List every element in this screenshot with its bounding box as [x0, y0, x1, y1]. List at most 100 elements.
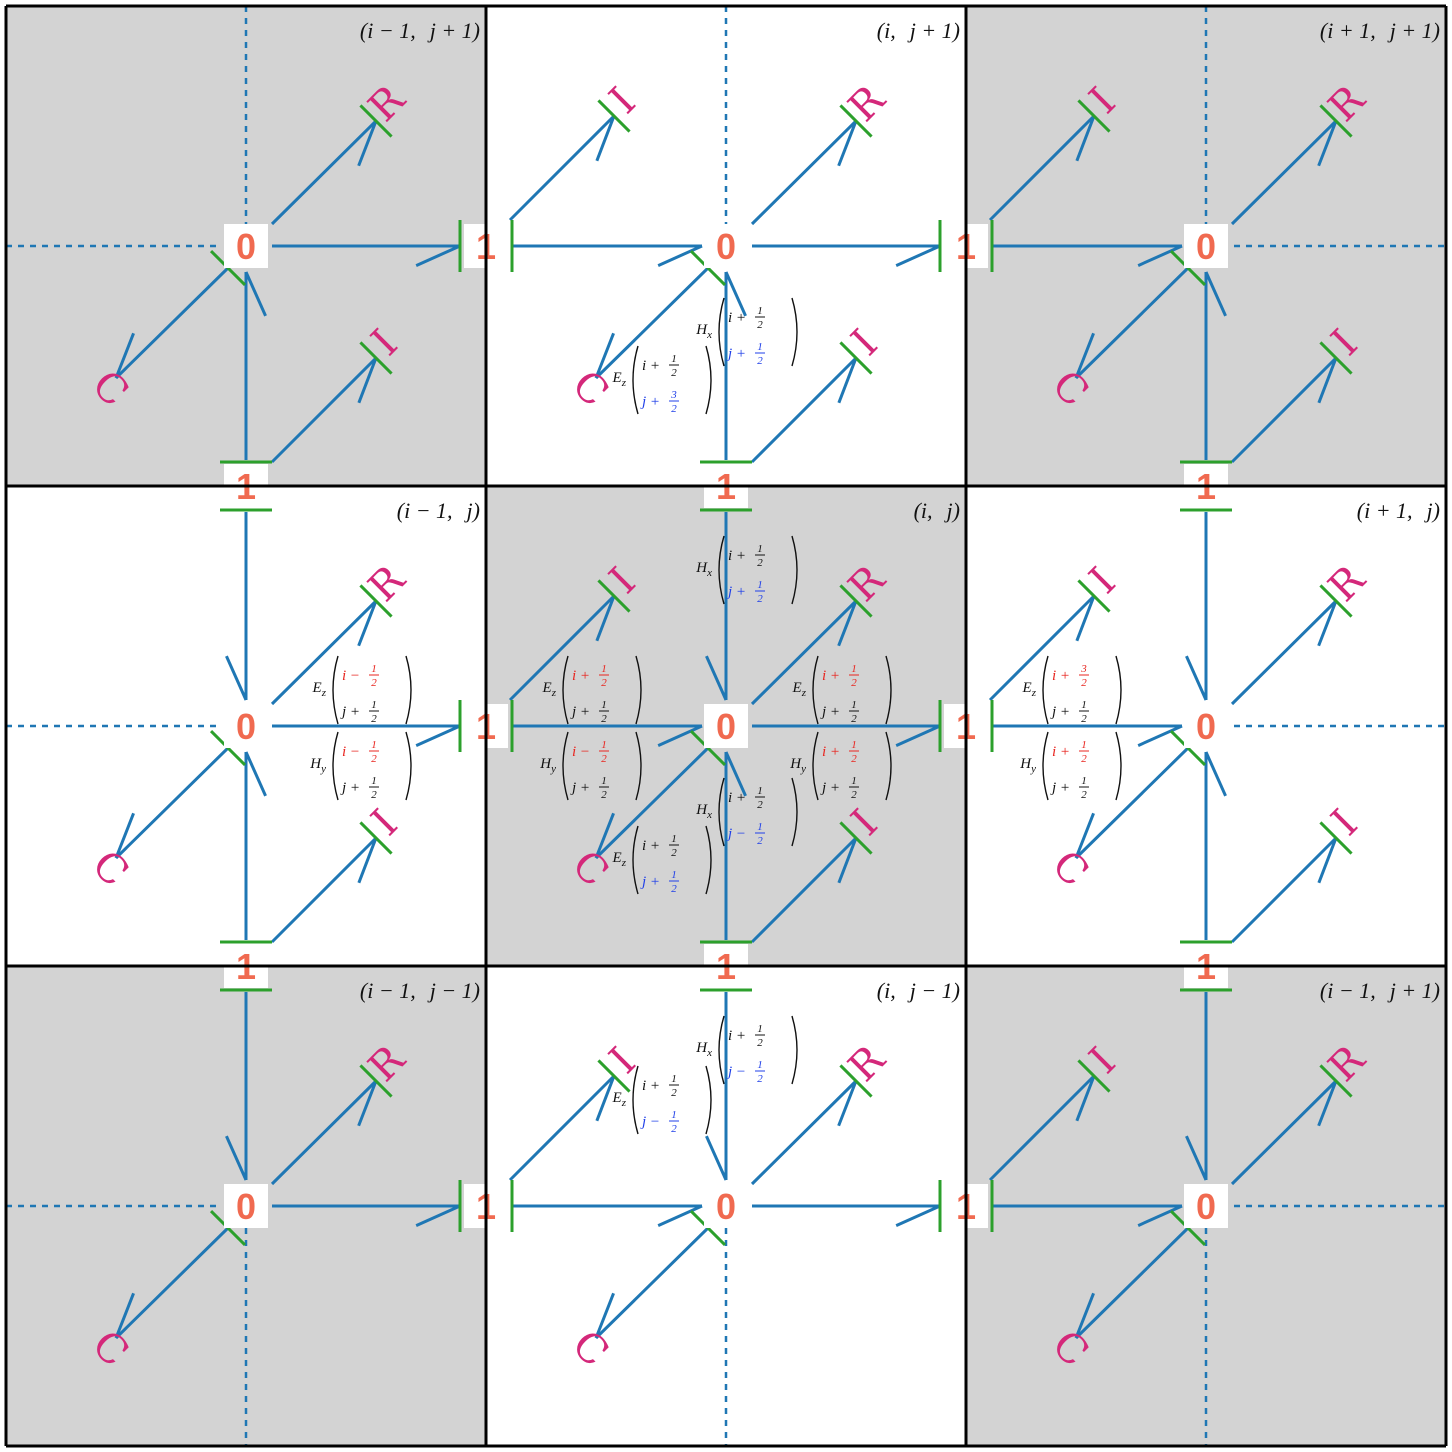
bond-to-inductor [1230, 836, 1338, 944]
field-label-ez: Ezi − 12j + 12 [312, 655, 412, 725]
inductor-causal-stroke [597, 1059, 631, 1093]
field-variable-name: H [539, 756, 552, 772]
field-variable: Hx [695, 802, 712, 821]
fraction-denominator: 2 [671, 1123, 677, 1135]
cell-coordinate: (i − 1,j) [397, 498, 480, 523]
fraction-denominator: 2 [757, 835, 763, 847]
bond-to-inductor-barb [1075, 1075, 1096, 1122]
index-term: i + [728, 1028, 746, 1044]
index-term: j + [340, 704, 360, 720]
bond-to-capacitor [114, 1226, 230, 1340]
field-label-hx: Hxi + 12j + 12 [695, 297, 798, 367]
fraction-numerator: 1 [851, 663, 857, 675]
fraction-denominator: 2 [1081, 789, 1087, 801]
fraction-denominator: 2 [671, 847, 677, 859]
fraction-numerator: 1 [671, 1073, 677, 1085]
zero-junction: 0 [224, 704, 268, 748]
inductor-causal-stroke [839, 821, 873, 855]
left-parenthesis [562, 655, 569, 725]
inductor-causal-stroke [597, 579, 631, 613]
node-backing [704, 1184, 748, 1228]
field-variable: Hy [539, 756, 556, 775]
index-term: i + [642, 358, 660, 374]
fraction-numerator: 1 [601, 775, 607, 787]
fraction-numerator: 1 [757, 1023, 763, 1035]
cell-coordinate: (i − 1,j − 1) [360, 978, 480, 1003]
bond-to-inductor [270, 356, 378, 464]
fraction-denominator: 2 [1081, 713, 1087, 725]
fraction-denominator: 2 [757, 557, 763, 569]
field-variable-subscript: x [706, 329, 712, 341]
bond-one-to-zero-horizontal-barb [657, 724, 703, 747]
left-parenthesis [332, 731, 339, 801]
index-term: j − [726, 1064, 746, 1080]
inductor-causal-stroke [1077, 579, 1111, 613]
right-parenthesis [1115, 655, 1122, 725]
fraction-denominator: 2 [757, 1073, 763, 1085]
fraction-numerator: 1 [671, 833, 677, 845]
right-parenthesis [405, 655, 412, 725]
index-term: i + [822, 668, 840, 684]
bond-to-capacitor-barb [1074, 332, 1095, 379]
bond-to-inductor [988, 114, 1096, 222]
field-label-hx: Hxi + 12j + 12 [695, 535, 798, 605]
bond-zero-to-one-horizontal-barb [415, 1204, 461, 1227]
field-variable: Ez [312, 680, 327, 699]
fraction-numerator: 1 [757, 821, 763, 833]
field-variable: Ez [612, 370, 627, 389]
bond-one-to-zero-vertical-up-barb [244, 271, 267, 317]
inductor-causal-stroke [1077, 1059, 1111, 1093]
field-variable: Ez [612, 1090, 627, 1109]
left-parenthesis [632, 825, 639, 895]
field-variable-subscript: z [321, 687, 327, 699]
bond-to-resistor-barb [1317, 600, 1338, 647]
left-parenthesis [1042, 731, 1049, 801]
field-variable: Ez [542, 680, 557, 699]
field-variable-subscript: z [801, 687, 807, 699]
bond-to-inductor-barb [595, 115, 616, 162]
resistor-causal-stroke [1319, 584, 1353, 618]
cell-coordinate-label: (i − 1,j) [397, 498, 480, 523]
field-variable-subscript: z [621, 857, 627, 869]
fraction-denominator: 2 [671, 403, 677, 415]
left-parenthesis [718, 1015, 725, 1085]
fraction-denominator: 2 [371, 753, 377, 765]
index-term: i + [572, 668, 590, 684]
field-variable: Hy [789, 756, 806, 775]
fraction-numerator: 1 [601, 699, 607, 711]
fraction-numerator: 3 [670, 389, 677, 401]
fraction-denominator: 2 [671, 883, 677, 895]
fraction-denominator: 2 [601, 789, 607, 801]
cell-coordinate-label: (i − 1,j + 1) [1320, 978, 1440, 1003]
node-label: 0 [1196, 226, 1216, 267]
index-term: j + [726, 584, 746, 600]
cell-coordinate: (i,j + 1) [877, 18, 960, 43]
fraction-numerator: 1 [671, 353, 677, 365]
right-parenthesis [791, 535, 798, 605]
inductor-causal-stroke [1077, 99, 1111, 133]
field-variable-subscript: z [551, 687, 557, 699]
field-variable-name: H [1019, 756, 1032, 772]
zero-junction: 0 [224, 1184, 268, 1228]
fraction-numerator: 1 [757, 785, 763, 797]
fraction-numerator: 1 [851, 699, 857, 711]
bond-to-inductor-barb [1075, 595, 1096, 642]
fraction-numerator: 1 [601, 663, 607, 675]
cell-coordinate: (i,j) [914, 498, 960, 523]
fraction-numerator: 1 [371, 663, 377, 675]
left-parenthesis [812, 655, 819, 725]
right-parenthesis [791, 297, 798, 367]
field-variable-name: E [612, 1090, 622, 1106]
cell-coordinate: (i + 1,j) [1357, 498, 1440, 523]
fraction-denominator: 2 [601, 713, 607, 725]
bond-one-to-zero-vertical-down-barb [1185, 655, 1208, 701]
index-term: i − [572, 744, 590, 760]
zero-junction: 0 [1184, 1184, 1228, 1228]
index-term: j + [820, 704, 840, 720]
bond-to-inductor-barb [357, 357, 378, 404]
index-term: i − [342, 668, 360, 684]
index-term: j + [820, 780, 840, 796]
fraction-numerator: 1 [757, 341, 763, 353]
field-variable-name: H [695, 1040, 708, 1056]
index-term: i + [642, 1078, 660, 1094]
